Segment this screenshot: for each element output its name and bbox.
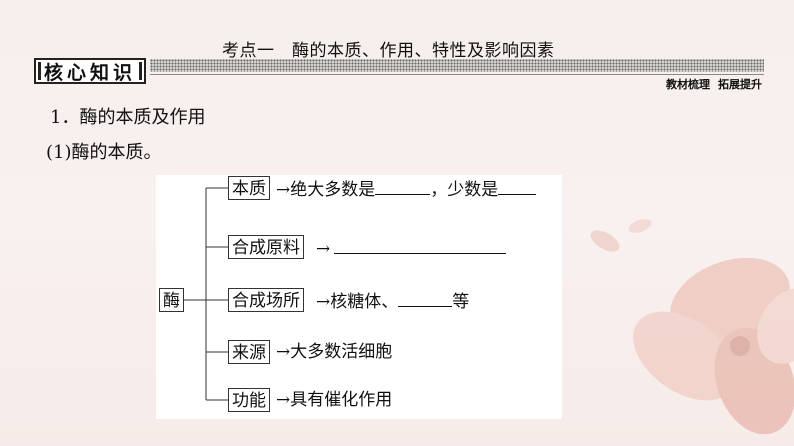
enzyme-concept-diagram: 酶 本质 →绝大多数是，少数是 合成原料 → 合成场所 →核糖体、等 来源 →大…	[156, 175, 562, 419]
branch-label-material: 合成原料	[228, 235, 304, 259]
arrow-icon: →	[316, 239, 331, 259]
arrow-icon: →	[276, 342, 291, 362]
site-text-a: 核糖体、	[330, 292, 399, 312]
flower-decoration-icon	[590, 219, 794, 435]
root-node: 酶	[159, 288, 184, 312]
branch-content-function: →具有催化作用	[276, 388, 392, 412]
nature-text-b: ，少数是	[430, 180, 499, 200]
arrow-icon: →	[276, 390, 291, 410]
branch-content-material: →	[316, 235, 507, 261]
blank-field	[498, 176, 537, 195]
arrow-icon: →	[276, 180, 291, 200]
arrow-icon: →	[316, 292, 331, 312]
source-text: 大多数活细胞	[290, 342, 393, 362]
header-dotted-band	[150, 59, 764, 72]
blank-field	[334, 235, 507, 254]
sub-label-extension: 拓展提升	[718, 78, 762, 91]
site-text-b: 等	[452, 292, 470, 312]
branch-content-source: →大多数活细胞	[276, 340, 392, 364]
branch-label-source: 来源	[228, 340, 270, 364]
section-heading: 1．酶的本质及作用	[50, 107, 206, 128]
nature-text-a: 绝大多数是	[290, 180, 376, 200]
header-sub-labels: 教材梳理 拓展提升	[666, 76, 762, 92]
branch-label-nature: 本质	[228, 176, 270, 200]
sub-label-textbook: 教材梳理	[666, 78, 710, 91]
header-title: 核心知识	[43, 61, 136, 84]
blank-field	[398, 288, 453, 307]
header-divider	[150, 74, 764, 75]
branch-label-site: 合成场所	[228, 288, 304, 312]
function-text: 具有催化作用	[290, 390, 393, 410]
topic-title: 考点一 酶的本质、作用、特性及影响因素	[222, 41, 555, 61]
branch-content-nature: →绝大多数是 ，少数是	[276, 176, 537, 202]
branch-label-function: 功能	[228, 388, 270, 412]
section-header-badge: 核心知识	[34, 58, 146, 84]
section-subheading: (1)酶的本质。	[46, 142, 162, 163]
diagram-connectors	[183, 187, 228, 401]
branch-content-site: →核糖体、 等	[316, 288, 469, 314]
blank-field	[375, 176, 431, 195]
